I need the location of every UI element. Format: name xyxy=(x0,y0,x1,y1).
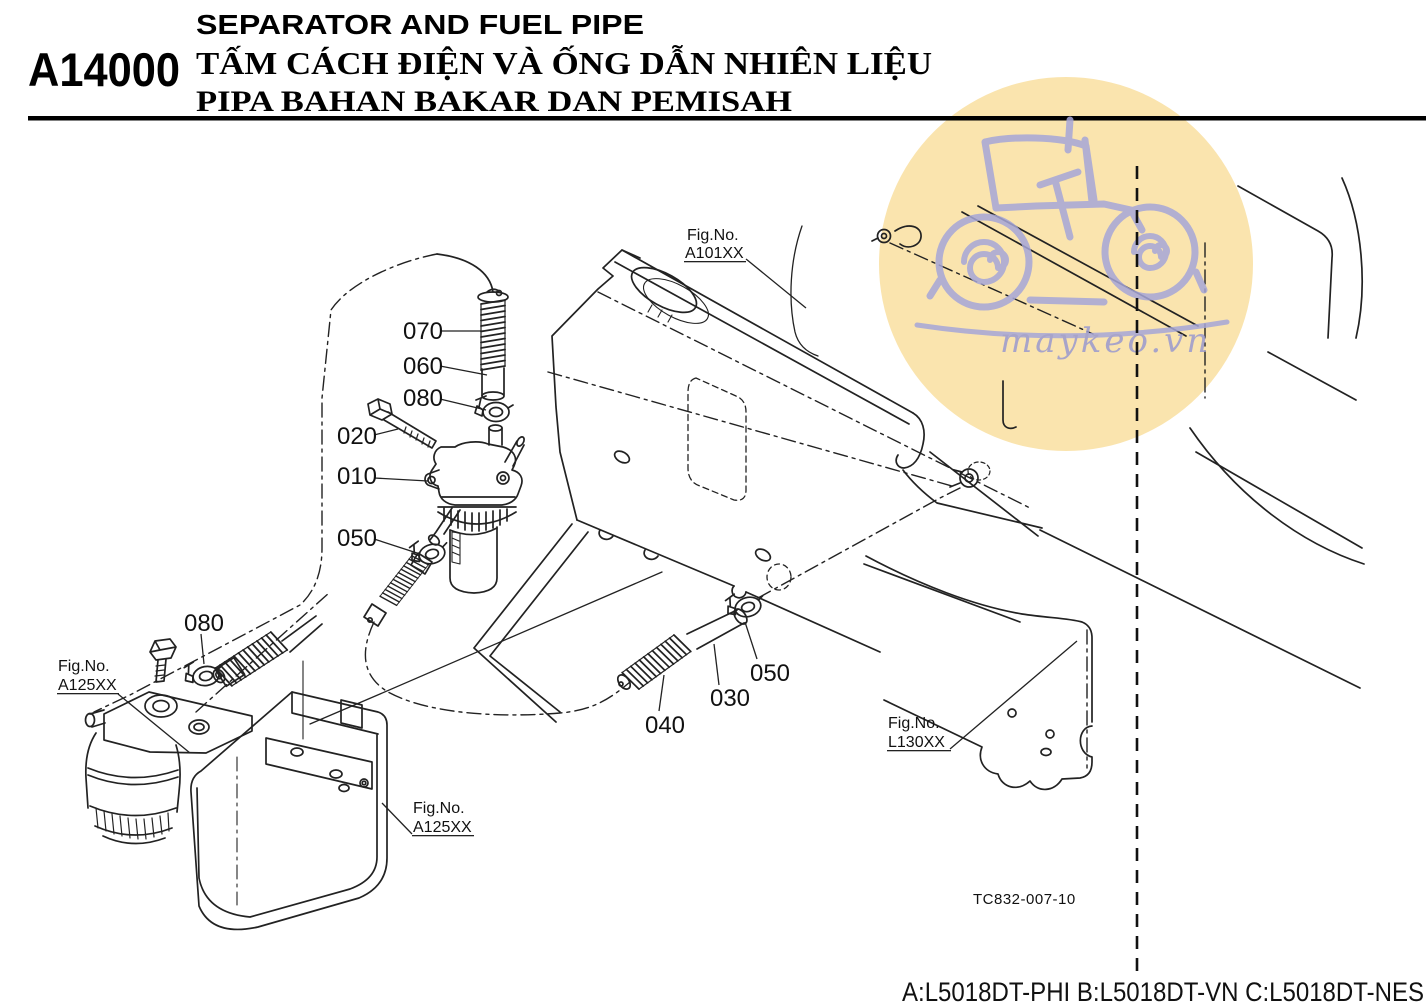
model-codes-footer: A:L5018DT-PHI B:L5018DT-VN C:L5018DT-NES xyxy=(902,977,1424,1007)
fig-ref-underline xyxy=(684,261,746,263)
inlet-stub xyxy=(488,424,503,446)
part-label-050-upper: 050 xyxy=(337,525,377,552)
fig-ref-underline xyxy=(887,750,951,752)
insulator-cover xyxy=(190,660,388,931)
fig-ref-underline xyxy=(57,693,119,695)
part-label-030: 030 xyxy=(710,685,750,712)
fig-ref-code: A125XX xyxy=(58,677,117,694)
heat-shield-panel xyxy=(309,225,1043,725)
spring-guard-040 xyxy=(616,631,692,693)
fuel-pipe-030 xyxy=(686,608,748,650)
fig-ref-prefix: Fig.No. xyxy=(413,800,465,817)
phantom-outline xyxy=(93,242,1206,769)
fig-ref-code: A101XX xyxy=(685,245,744,262)
watermark-tractor: maykeo.vn xyxy=(914,116,1230,361)
fig-ref-l130xx: Fig.No. L130XX xyxy=(887,715,951,752)
fig-ref-prefix: Fig.No. xyxy=(888,715,940,732)
fig-ref-code: L130XX xyxy=(888,734,945,751)
watermark-text: maykeo.vn xyxy=(1000,321,1211,361)
title-vietnamese: TẤM CÁCH ĐIỆN VÀ ỐNG DẪN NHIÊN LIỆU xyxy=(196,45,932,81)
watermark-circle xyxy=(879,77,1253,451)
frame-rail xyxy=(863,380,1093,791)
fig-ref-labels: Fig.No. A101XX Fig.No. A125XX Fig.No. A1… xyxy=(57,227,951,837)
separator-assembly-010 xyxy=(424,436,525,594)
spring-guard-070 xyxy=(477,288,509,371)
fuel-hose-curve-top xyxy=(436,253,494,293)
leader-lines xyxy=(117,258,1078,835)
part-label-050-lower: 050 xyxy=(750,660,790,687)
fender-fragment xyxy=(961,177,1365,689)
title-indonesian: PIPA BAHAN BAKAR DAN PEMISAH xyxy=(196,85,792,118)
header-block: A14000 SEPARATOR AND FUEL PIPE TẤM CÁCH … xyxy=(28,9,1426,121)
part-label-060: 060 xyxy=(403,353,443,380)
fig-ref-prefix: Fig.No. xyxy=(687,227,739,244)
part-label-070: 070 xyxy=(403,318,443,345)
part-label-020: 020 xyxy=(337,423,377,450)
exploded-view-art xyxy=(84,177,1365,931)
fuel-hose-060 xyxy=(481,367,505,401)
fuel-filter-cartridge xyxy=(84,691,253,845)
spring-hose-left xyxy=(212,615,323,689)
spring-hose-mid xyxy=(363,552,433,627)
bolt-left xyxy=(149,638,177,683)
fig-ref-code: A125XX xyxy=(413,819,472,836)
title-english: SEPARATOR AND FUEL PIPE xyxy=(196,9,644,40)
bolt-020 xyxy=(367,398,437,449)
part-label-040: 040 xyxy=(645,712,685,739)
header-rule xyxy=(28,116,1426,121)
tractor-icon xyxy=(914,116,1230,339)
callouts: 070 060 080 020 010 050 080 040 030 050 … xyxy=(57,227,1078,908)
fig-ref-a125xx-left: Fig.No. A125XX xyxy=(57,658,119,695)
drawing-number: TC832-007-10 xyxy=(973,891,1076,908)
part-label-080-top: 080 xyxy=(403,385,443,412)
fig-ref-a125xx-bottom: Fig.No. A125XX xyxy=(412,800,474,837)
fig-ref-a101xx: Fig.No. A101XX xyxy=(684,227,746,263)
part-label-080-left: 080 xyxy=(184,610,224,637)
banjo-fitting xyxy=(871,225,922,248)
section-code: A14000 xyxy=(28,43,180,96)
fig-ref-underline xyxy=(412,835,474,837)
mounting-nut xyxy=(949,461,991,488)
part-label-010: 010 xyxy=(337,463,377,490)
fig-ref-prefix: Fig.No. xyxy=(58,658,110,675)
